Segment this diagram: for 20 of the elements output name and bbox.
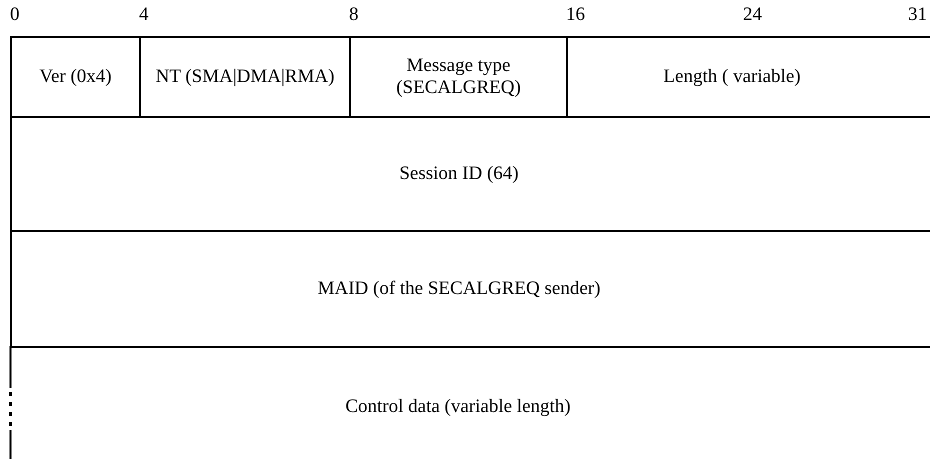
field-label: Length ( variable) [662, 66, 802, 88]
field-cell [139, 36, 349, 116]
field-cell [10, 346, 930, 459]
bit-number: 0 [10, 4, 20, 26]
field-cell [566, 36, 930, 116]
field-cell [10, 116, 930, 230]
field-cell [349, 36, 566, 116]
field-cell [10, 36, 139, 116]
bit-number: 16 [566, 4, 585, 26]
bit-number: 8 [349, 4, 358, 26]
field-label: NT (SMA|DMA|RMA) [154, 66, 336, 88]
field-label: Message type (SECALGREQ) [395, 55, 522, 99]
bit-number: 4 [139, 4, 148, 26]
field-label: Session ID (64) [398, 163, 520, 185]
bit-number: 31 [908, 4, 927, 26]
field-label: Ver (0x4) [38, 66, 113, 88]
field-label: MAID (of the SECALGREQ sender) [316, 278, 602, 300]
field-label: Control data (variable length) [344, 396, 572, 418]
field-cell [10, 230, 930, 346]
bit-number: 24 [743, 4, 762, 26]
